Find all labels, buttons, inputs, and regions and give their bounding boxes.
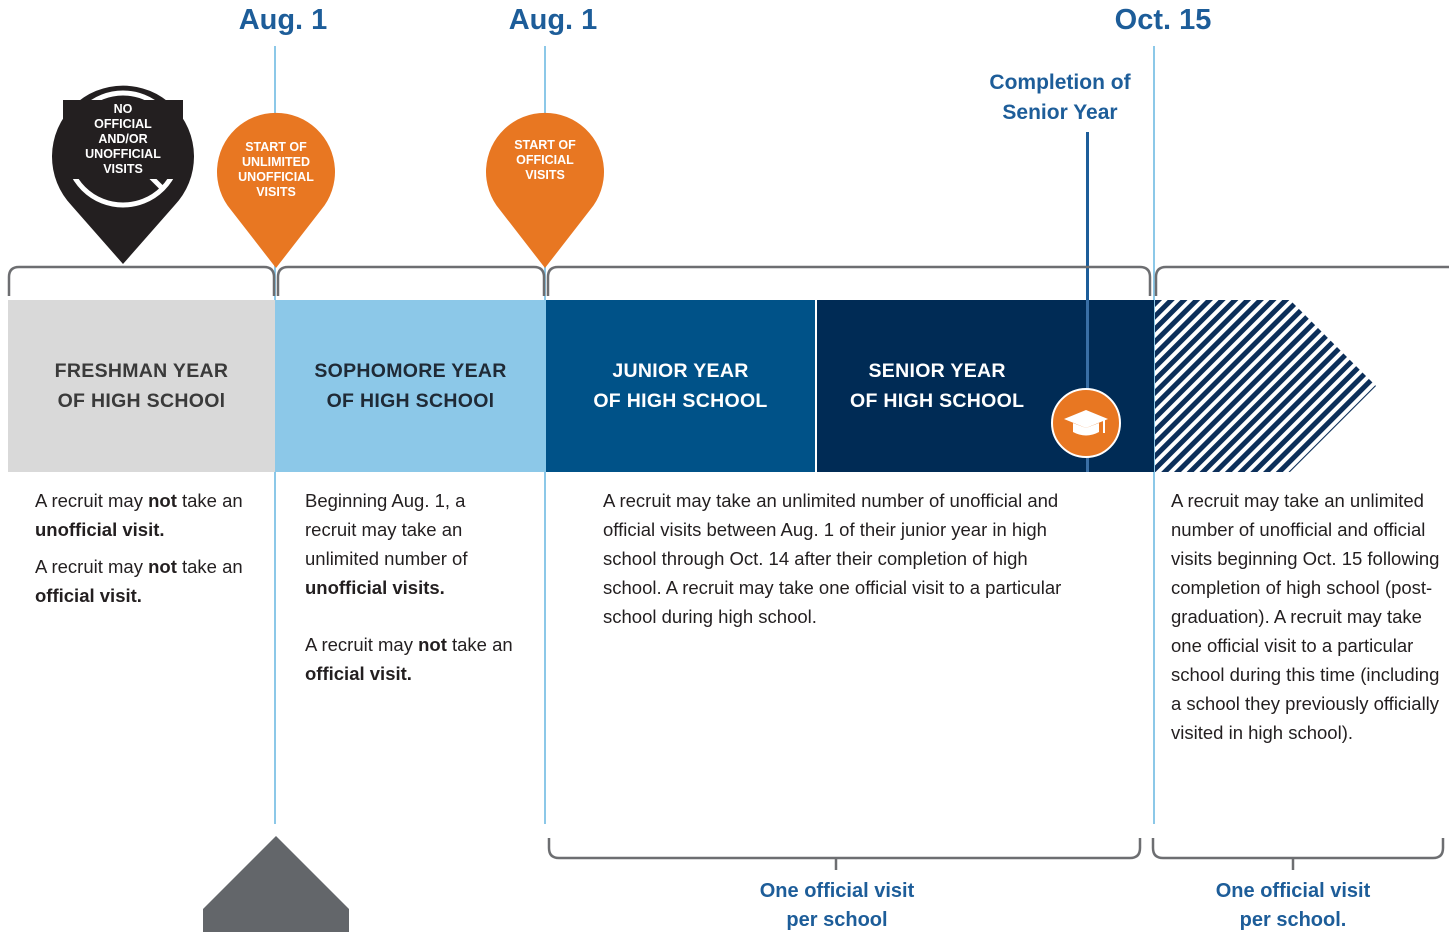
freshman-year-box: FRESHMAN YEAR OF HIGH SCHOOl xyxy=(8,300,275,472)
year-label-line: OF HIGH SCHOOL xyxy=(850,390,1025,412)
start-unofficial-pin-label: START OF UNLIMITED UNOFFICIAL VISITS xyxy=(221,140,331,200)
sophomore-description: Beginning Aug. 1, a recruit may take an … xyxy=(305,486,515,688)
junior-senior-description: A recruit may take an unlimited number o… xyxy=(603,490,1062,627)
start-unofficial-visits-pin: START OF UNLIMITED UNOFFICIAL VISITS xyxy=(217,110,335,270)
year-label-line: JUNIOR YEAR xyxy=(612,360,749,382)
year-label-line: SENIOR YEAR xyxy=(868,360,1006,382)
graduation-cap-icon xyxy=(1050,387,1122,459)
pin-text-line: VISITS xyxy=(256,185,296,199)
date-oct15: Oct. 15 xyxy=(1114,4,1212,36)
completion-marker-line-lower xyxy=(1086,300,1089,472)
junior-year-label: JUNIOR YEAR OF HIGH SCHOOL xyxy=(593,356,767,416)
pin-text-line: OFFICIAL xyxy=(516,153,574,167)
pin-text-line: AND/OR xyxy=(98,132,148,146)
high-school-official-visit-limit: One official visit per school xyxy=(707,877,967,935)
sophomore-year-box: SOPHOMORE YEAR OF HIGH SCHOOl xyxy=(275,300,546,472)
timeline-line-oct15 xyxy=(1153,46,1155,824)
pin-text-line: OFFICIAL xyxy=(94,117,152,131)
bottom-label-line: per school. xyxy=(1239,909,1347,931)
gray-diamond-marker xyxy=(203,836,349,932)
pin-text-line: START OF xyxy=(514,138,576,152)
start-official-visits-pin: START OF OFFICIAL VISITS xyxy=(486,110,604,270)
year-label-line: OF HIGH SCHOOL xyxy=(593,390,768,412)
year-label-line: FRESHMAN YEAR xyxy=(54,360,229,382)
pin-text-line: UNLIMITED xyxy=(241,155,311,169)
pin-text-line: VISITS xyxy=(525,168,565,182)
bottom-label-line: One official visit xyxy=(1215,880,1371,902)
bottom-label-line: per school xyxy=(786,909,888,931)
top-brackets xyxy=(7,265,1449,296)
no-visits-pin: NO OFFICIAL AND/OR UNOFFICIAL VISITS xyxy=(52,78,194,266)
senior-year-label: SENIOR YEAR OF HIGH SCHOOL xyxy=(850,356,1024,416)
year-label-line: OF HIGH SCHOOl xyxy=(57,390,226,412)
sophomore-year-label: SOPHOMORE YEAR OF HIGH SCHOOl xyxy=(314,356,506,416)
pin-text-line: UNOFFICIAL xyxy=(238,170,314,184)
junior-year-box: JUNIOR YEAR OF HIGH SCHOOL xyxy=(546,300,815,472)
freshman-description: A recruit may not take an unofficial vis… xyxy=(35,486,267,610)
start-official-pin-label: START OF OFFICIAL VISITS xyxy=(490,138,600,183)
freshman-year-label: FRESHMAN YEAR OF HIGH SCHOOl xyxy=(55,356,229,416)
pin-text-line: UNOFFICIAL xyxy=(85,147,161,161)
post-graduation-arrow xyxy=(1155,300,1376,472)
pin-text-line: NO xyxy=(113,102,133,116)
pin-text-line: VISITS xyxy=(103,162,143,176)
no-visits-pin-label: NO OFFICIAL AND/OR UNOFFICIAL VISITS xyxy=(63,100,183,179)
bottom-label-line: One official visit xyxy=(759,880,915,902)
completion-line-2: Senior Year xyxy=(1002,101,1118,124)
sophomore-official-rule: A recruit may not take an official visit… xyxy=(305,634,513,684)
bottom-brackets xyxy=(547,838,1445,870)
year-label-line: SOPHOMORE YEAR xyxy=(314,360,507,382)
sophomore-unofficial-rule: Beginning Aug. 1, a recruit may take an … xyxy=(305,490,468,598)
completion-senior-year-label: Completion of Senior Year xyxy=(950,68,1170,128)
post-graduation-description: A recruit may take an unlimited number o… xyxy=(1171,490,1440,743)
freshman-unofficial-rule: A recruit may not take an unofficial vis… xyxy=(35,490,243,540)
completion-line-1: Completion of xyxy=(989,71,1131,94)
post-graduation-official-visit-limit: One official visit per school. xyxy=(1163,877,1423,935)
freshman-official-rule: A recruit may not take an official visit… xyxy=(35,556,243,606)
date-aug1-unofficial: Aug. 1 xyxy=(238,4,328,36)
date-aug1-official: Aug. 1 xyxy=(508,4,598,36)
year-label-line: OF HIGH SCHOOl xyxy=(326,390,495,412)
pin-text-line: START OF xyxy=(245,140,307,154)
